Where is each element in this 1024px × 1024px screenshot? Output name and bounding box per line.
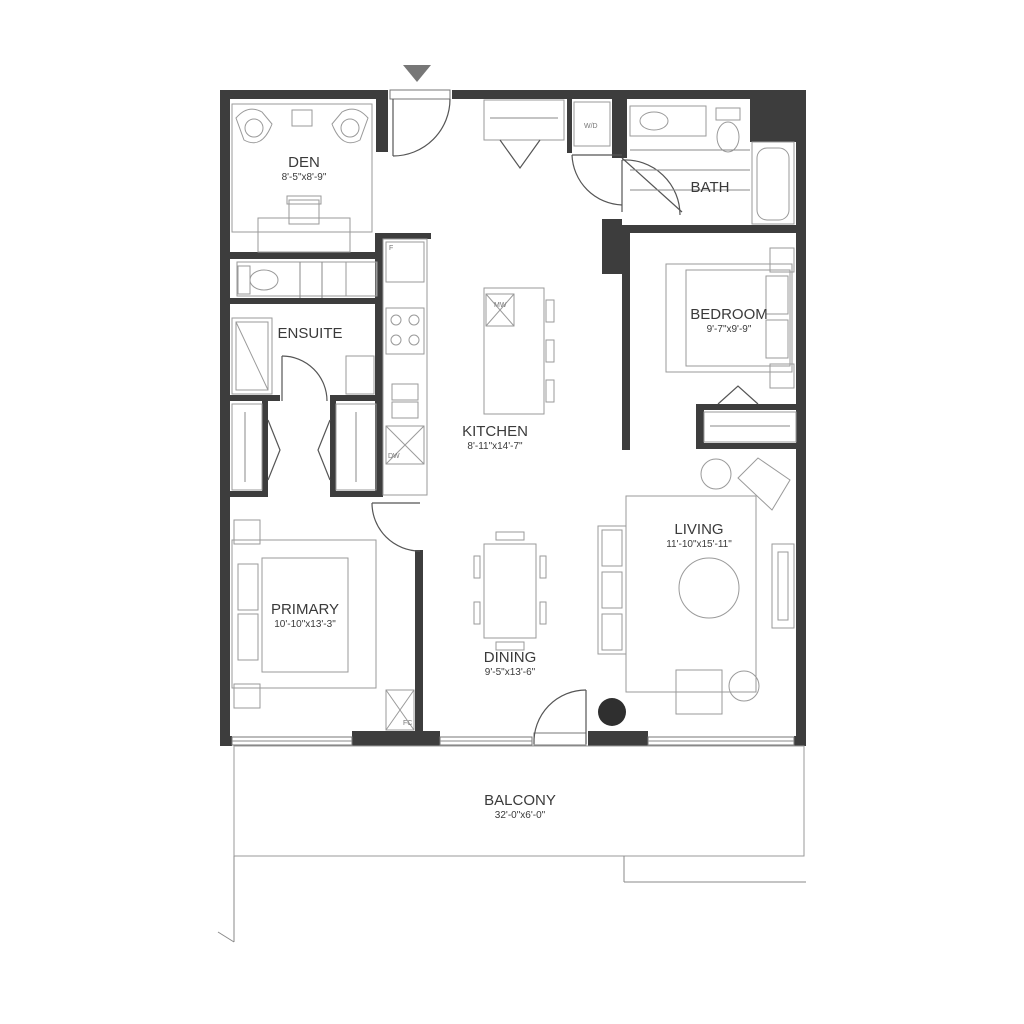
room-labels: DEN 8'-5"x8'-9" BATH BEDROOM 9'-7"x9'-9"… xyxy=(271,154,768,821)
room-name-den: DEN xyxy=(288,154,320,171)
room-dim-dining: 9'-5"x13'-6" xyxy=(485,667,536,678)
room-dim-den: 8'-5"x8'-9" xyxy=(282,172,327,183)
tag-fan-coil: FC xyxy=(403,720,412,727)
balcony-outline xyxy=(217,745,806,943)
appliance-tags: MW W/D DW F FC xyxy=(388,123,598,727)
room-name-kitchen: KITCHEN xyxy=(462,423,528,440)
room-dim-living: 11'-10"x15'-11" xyxy=(666,539,732,550)
room-name-bedroom: BEDROOM xyxy=(690,306,768,323)
room-dim-balcony: 32'-0"x6'-0" xyxy=(495,810,546,821)
room-name-living: LIVING xyxy=(674,521,723,538)
tag-washer-dryer: W/D xyxy=(584,123,598,130)
room-name-dining: DINING xyxy=(484,649,537,666)
living-furniture xyxy=(597,457,795,715)
tag-dishwasher: DW xyxy=(388,453,400,460)
windows xyxy=(231,736,795,746)
dining-furniture xyxy=(473,531,547,651)
bedroom-furniture xyxy=(665,247,797,443)
interior-walls xyxy=(230,98,798,736)
bath-fixtures xyxy=(629,105,795,225)
tag-fridge: F xyxy=(389,245,393,252)
room-name-primary: PRIMARY xyxy=(271,601,339,618)
primary-furniture xyxy=(231,519,415,731)
room-dim-primary: 10'-10"x13'-3" xyxy=(274,619,336,630)
ensuite-fixtures xyxy=(231,261,378,491)
kitchen-fixtures xyxy=(382,99,611,496)
room-name-bath: BATH xyxy=(691,179,730,196)
doors xyxy=(281,89,683,746)
room-dim-kitchen: 8'-11"x14'-7" xyxy=(467,441,523,452)
room-name-ensuite: ENSUITE xyxy=(277,325,342,342)
tag-microwave: MW xyxy=(494,302,507,309)
den-furniture xyxy=(231,103,373,253)
room-name-balcony: BALCONY xyxy=(484,792,556,809)
entry-arrow-icon xyxy=(403,65,431,82)
room-dim-bedroom: 9'-7"x9'-9" xyxy=(707,324,752,335)
